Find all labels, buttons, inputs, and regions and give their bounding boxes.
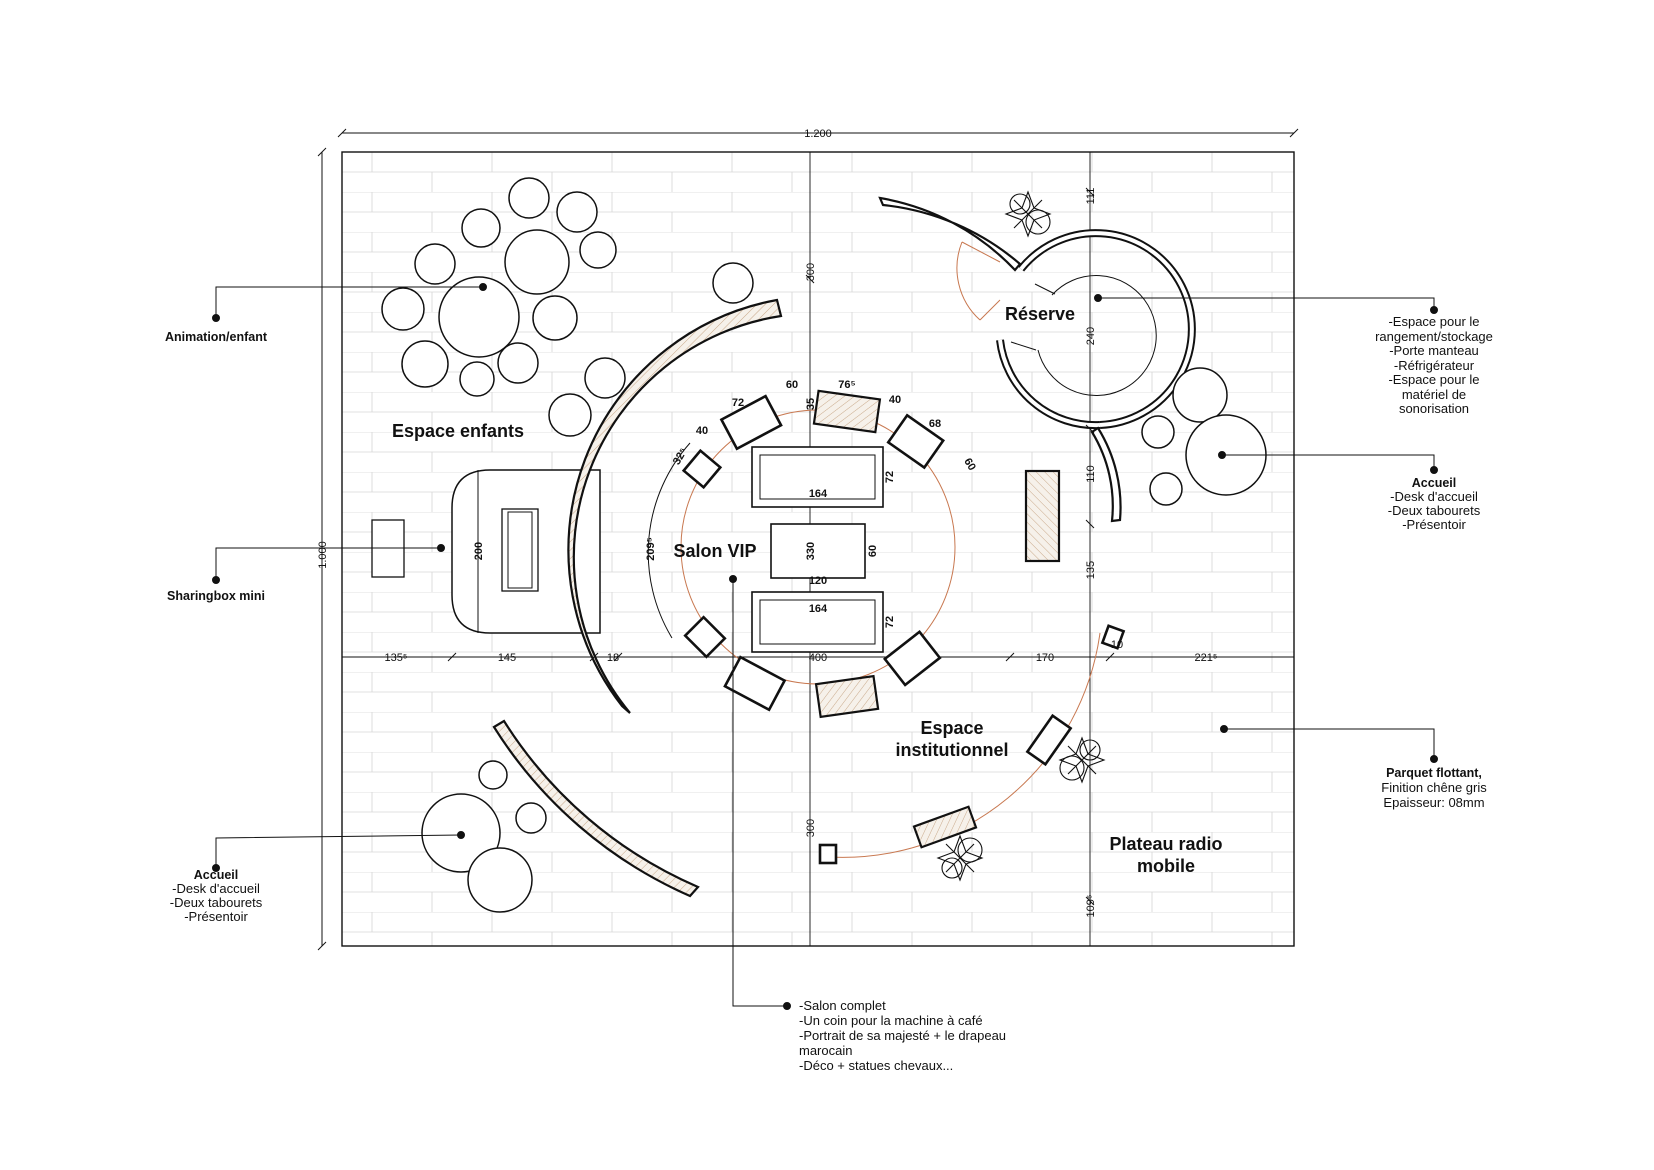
- dim-table-72-b: 72: [884, 616, 896, 628]
- dim-h-18: 18: [607, 652, 619, 664]
- dim-h-145: 145: [498, 652, 516, 664]
- institutionnel-arc: [827, 632, 1101, 858]
- animation-center-circle: [438, 276, 520, 358]
- callout-accueil-right-title: Accueil: [1412, 476, 1456, 490]
- dim-seat-68: 68: [929, 418, 941, 430]
- callout-reserve-line: matériel de: [1402, 387, 1466, 402]
- zone-espace-institutionnel-2: institutionnel: [896, 740, 1009, 760]
- zone-reserve: Réserve: [1005, 304, 1075, 324]
- callout-accueil-left-line: -Présentoir: [184, 909, 248, 924]
- callout-parquet-line: Finition chêne gris: [1381, 780, 1487, 795]
- callout-accueil-right-line: -Deux tabourets: [1388, 503, 1481, 518]
- dim-total-height: 1.000: [317, 541, 329, 569]
- callout-salon-line: -Un coin pour la machine à café: [799, 1013, 983, 1028]
- reserve-approach-wall: [878, 196, 1022, 272]
- callout-parquet-line: Epaisseur: 08mm: [1383, 795, 1484, 810]
- callout-salon-line: -Salon complet: [799, 998, 886, 1013]
- callout-salon-line: marocain: [799, 1043, 852, 1058]
- dim-right-111: 111: [1085, 188, 1097, 205]
- salon-seats: [681, 389, 1061, 719]
- zone-salon-vip: Salon VIP: [673, 541, 756, 561]
- salon-tables: [751, 446, 884, 653]
- sharingbox-zone: [371, 469, 601, 634]
- callout-reserve-line: -Porte manteau: [1389, 343, 1479, 358]
- dim-seat-40-a: 40: [889, 394, 901, 406]
- plant-icons: [936, 190, 1106, 882]
- zone-plateau-radio-1: Plateau radio: [1109, 834, 1222, 854]
- dim-top-left-vertical: 300: [805, 263, 817, 281]
- dim-sharing-200: 200: [473, 542, 485, 560]
- callout-reserve-line: -Réfrigérateur: [1394, 358, 1475, 373]
- dim-table-330: 330: [805, 542, 817, 560]
- callout-sharingbox-title: Sharingbox mini: [167, 589, 265, 603]
- dim-seat-60-a: 60: [786, 379, 798, 391]
- accueil-right-circles: [1141, 367, 1267, 506]
- callout-salon-line: -Portrait de sa majesté + le drapeau: [799, 1028, 1006, 1043]
- dim-h-400: 400: [809, 652, 827, 664]
- kids-play-circles: [381, 177, 754, 437]
- dim-right-240: 240: [1085, 327, 1097, 345]
- dim-table-60: 60: [867, 545, 879, 557]
- dim-arc-2095: 209⁵: [645, 537, 657, 561]
- reserve-structure: [956, 229, 1196, 523]
- callout-accueil-left-title: Accueil: [194, 868, 238, 882]
- dim-h-10: 10: [1111, 639, 1123, 651]
- dim-h-170: 170: [1036, 652, 1054, 664]
- dim-table-164-b: 164: [809, 603, 828, 615]
- dim-total-width: 1.200: [804, 128, 832, 140]
- dim-seat-72: 72: [732, 397, 744, 409]
- dim-table-120: 120: [809, 575, 827, 587]
- dim-right-110: 110: [1085, 465, 1097, 483]
- zone-plateau-radio-2: mobile: [1137, 856, 1195, 876]
- institutionnel-panels: [818, 624, 1126, 865]
- dim-h-2215: 221⁵: [1195, 652, 1218, 664]
- callout-reserve-line: -Espace pour le: [1388, 372, 1479, 387]
- callout-parquet-title: Parquet flottant,: [1386, 766, 1482, 780]
- overall-dimensions: [317, 128, 1299, 951]
- callout-accueil-left-line: -Deux tabourets: [170, 895, 263, 910]
- dim-h-1355: 135⁵: [385, 652, 408, 664]
- dim-seat-40-b: 40: [696, 425, 708, 437]
- callout-reserve-line: -Espace pour le: [1388, 314, 1479, 329]
- kids-curved-wall: [567, 298, 783, 714]
- zone-espace-enfants: Espace enfants: [392, 421, 524, 441]
- dim-seat-765: 76⁵: [838, 379, 855, 391]
- zone-espace-institutionnel-1: Espace: [920, 718, 983, 738]
- axis-ticks: [447, 187, 1115, 906]
- callout-animation-title: Animation/enfant: [165, 330, 268, 344]
- bottom-left-curved-wall: [492, 719, 700, 898]
- callout-leaders: [212, 283, 1438, 1010]
- callout-accueil-left-line: -Desk d'accueil: [172, 881, 260, 896]
- callout-accueil-right-line: -Présentoir: [1402, 517, 1466, 532]
- dim-seat-60-b: 60: [961, 456, 978, 473]
- salon-dimension-arc: [647, 442, 691, 639]
- callout-salon-line: -Déco + statues chevaux...: [799, 1058, 953, 1073]
- dim-table-72-a: 72: [884, 471, 896, 483]
- callout-reserve-line: rangement/stockage: [1375, 329, 1493, 344]
- dim-right-135: 135: [1085, 561, 1097, 579]
- dim-right-1095: 109⁵: [1085, 895, 1097, 918]
- dim-seat-35: 35: [805, 398, 817, 410]
- callout-reserve-line: sonorisation: [1399, 401, 1469, 416]
- dim-bottom-left-vertical: 300: [805, 819, 817, 837]
- callout-accueil-right-line: -Desk d'accueil: [1390, 489, 1478, 504]
- dim-table-164-a: 164: [809, 488, 828, 500]
